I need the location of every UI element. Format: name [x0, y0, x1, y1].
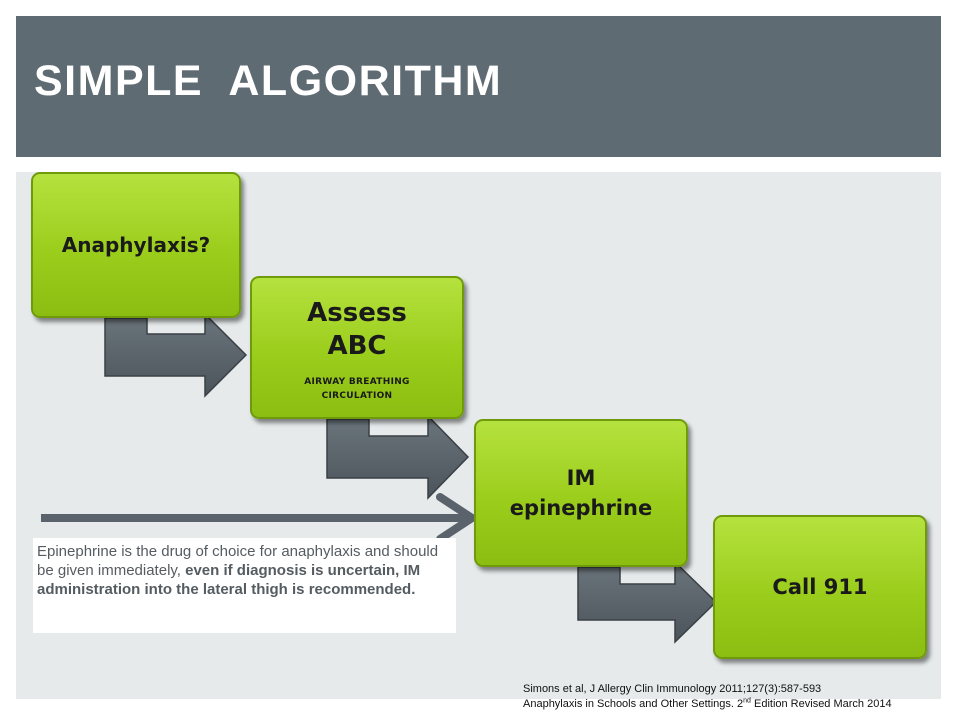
citations: Simons et al, J Allergy Clin Immunology … — [523, 682, 960, 712]
step-assess-abc-label: Assess ABC — [307, 297, 407, 363]
note-text-regular: Epinephrine is the drug of choice for an… — [37, 543, 439, 579]
epinephrine-note: Epinephrine is the drug of choice for an… — [33, 538, 456, 633]
citation-line-2-rest: Edition Revised March 2014 — [750, 698, 892, 710]
citation-superscript: nd — [743, 697, 751, 705]
step-call-911-label: Call 911 — [772, 575, 868, 599]
title-bar: SIMPLE ALGORITHM — [16, 16, 941, 157]
step-assess-abc-box: Assess ABC AIRWAY BREATHING CIRCULATION — [250, 276, 464, 419]
step-im-label-line2: epinephrine — [509, 496, 653, 520]
bent-arrow-1 — [104, 312, 248, 398]
slide-title: SIMPLE ALGORITHM — [34, 57, 503, 105]
step-call-911-box: Call 911 — [713, 515, 927, 659]
bent-arrow-3 — [577, 560, 718, 644]
step-assess-sublabel-line2: CIRCULATION — [321, 390, 393, 401]
step-assess-label-line1: Assess — [307, 297, 407, 328]
step-assess-sublabel: AIRWAY BREATHING CIRCULATION — [304, 375, 409, 403]
citation-line-1: Simons et al, J Allergy Clin Immunology … — [523, 683, 822, 695]
step-im-epinephrine-box: IM epinephrine — [474, 419, 688, 567]
bent-arrow-2 — [326, 414, 470, 500]
step-im-label-line1: IM — [566, 466, 596, 490]
note-text-bold: even if diagnosis is uncertain, IM admin… — [37, 562, 421, 598]
step-anaphylaxis-box: Anaphylaxis? — [31, 172, 241, 318]
citation-line-2: Anaphylaxis in Schools and Other Setting… — [523, 697, 960, 712]
step-anaphylaxis-label: Anaphylaxis? — [61, 233, 211, 257]
step-assess-label-line2: ABC — [327, 330, 387, 361]
citation-line-2-text: Anaphylaxis in Schools and Other Setting… — [523, 698, 744, 710]
long-arrow — [41, 493, 476, 543]
step-assess-sublabel-line1: AIRWAY BREATHING — [304, 376, 410, 387]
